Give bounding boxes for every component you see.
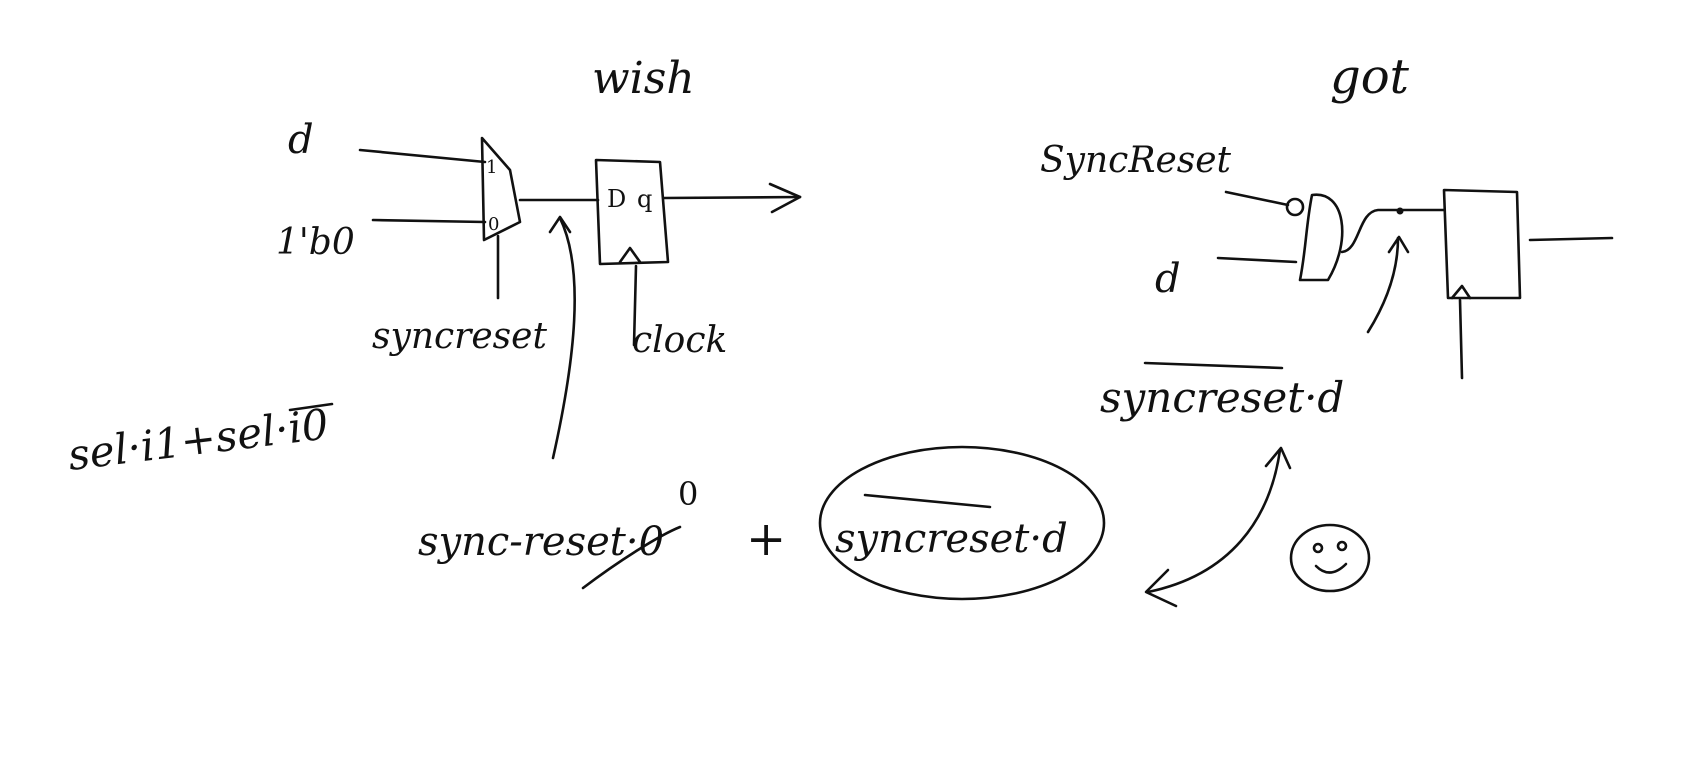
and-output-dot xyxy=(1396,207,1404,215)
got-d-label: d xyxy=(1155,256,1181,302)
syncreset-select-label: syncreset xyxy=(372,316,547,357)
got-syncreset-wire xyxy=(1224,190,1290,207)
clock-wire xyxy=(632,264,638,347)
mux-to-derivation-arrow xyxy=(551,216,576,460)
smiley-head xyxy=(1289,523,1371,593)
and-to-flop-wire xyxy=(1340,208,1446,254)
flop-output-wire xyxy=(662,195,802,200)
derivation-plus: + xyxy=(746,511,786,567)
got-title: got xyxy=(1330,49,1410,105)
and-output-pointer-arrow xyxy=(1366,236,1400,334)
mux-equation-overbar xyxy=(288,402,334,412)
mux-input-zero: 0 xyxy=(488,214,499,235)
flop-clock-edge xyxy=(618,246,642,264)
got-flop-clock-edge xyxy=(1450,284,1472,300)
smiley-left-eye xyxy=(1312,542,1324,554)
flop-box xyxy=(594,158,670,266)
got-flop-clock-wire xyxy=(1458,298,1464,380)
link-arrow xyxy=(1146,448,1282,594)
circled-term-ellipse xyxy=(818,445,1106,601)
mux-input-one: 1 xyxy=(486,157,497,178)
wish-title: wish xyxy=(592,53,695,104)
clock-label: clock xyxy=(632,320,727,361)
and-output-pointer-arrowhead xyxy=(1387,235,1410,254)
mux-shape xyxy=(480,136,522,242)
input-const-label: 1'b0 xyxy=(276,222,355,263)
derivation-term-right: syncreset·d xyxy=(835,516,1068,562)
flop-d-pin: D xyxy=(607,185,626,213)
strikethrough-mark xyxy=(581,525,682,590)
flop-q-pin: q xyxy=(637,185,652,213)
link-arrowhead-bottom xyxy=(1144,568,1178,608)
got-flop-output-wire xyxy=(1528,236,1614,242)
flop-output-arrowhead xyxy=(768,182,802,214)
input-const-wire xyxy=(371,218,487,224)
smiley-face xyxy=(1289,523,1371,593)
inverter-bubble xyxy=(1285,197,1305,217)
zero-annotation: 0 xyxy=(678,475,698,513)
mux-equation: sel·i1+sel·i0 xyxy=(65,399,331,480)
input-d-label: d xyxy=(288,117,314,163)
and-gate-shape xyxy=(1298,193,1344,282)
got-expression-overbar xyxy=(1143,361,1284,370)
got-circuit: SyncReset d syncreset·d xyxy=(1040,140,1614,422)
derivation: sync-reset·0 0 + syncreset·d xyxy=(418,445,1292,608)
wish-circuit: d 1'b0 1 0 D q clock syncreset sel·i1+se… xyxy=(65,117,802,480)
got-syncreset-label: SyncReset xyxy=(1040,140,1232,181)
smiley-right-eye xyxy=(1336,540,1348,552)
derivation-term-left: sync-reset·0 xyxy=(418,519,664,565)
link-arrowhead-top xyxy=(1264,446,1292,470)
got-flop-box xyxy=(1442,188,1522,300)
input-d-wire xyxy=(358,148,487,164)
smiley-mouth xyxy=(1314,562,1348,574)
derivation-term-right-overbar xyxy=(863,493,992,509)
got-d-wire xyxy=(1216,256,1298,264)
got-expression: syncreset·d xyxy=(1100,373,1344,422)
mux-to-derivation-arrowhead xyxy=(548,215,572,234)
